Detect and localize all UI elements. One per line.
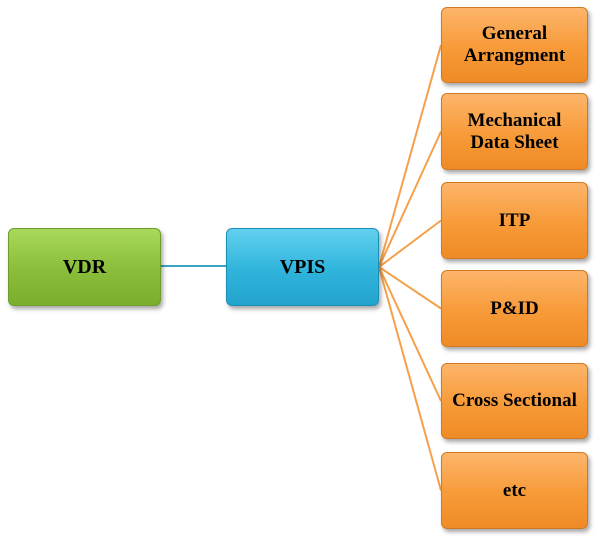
item-label: Mechanical Data Sheet <box>467 109 562 153</box>
item-label: P&ID <box>490 297 539 319</box>
item-general-arrangment: General Arrangment <box>441 7 588 83</box>
item-pid: P&ID <box>441 270 588 347</box>
connector-vpis-item-0 <box>378 44 442 268</box>
connector-vpis-item-1 <box>378 131 442 268</box>
vdr-node: VDR <box>8 228 161 306</box>
item-label: ITP <box>498 209 531 231</box>
item-label: etc <box>502 479 527 501</box>
connector-vpis-item-5 <box>378 266 442 491</box>
connector-vpis-item-4 <box>378 266 442 402</box>
vdr-label: VDR <box>62 255 107 278</box>
item-label: General Arrangment <box>463 23 566 66</box>
item-itp: ITP <box>441 182 588 259</box>
vpis-label: VPIS <box>279 255 326 278</box>
connector-vpis-item-3 <box>378 266 442 310</box>
item-cross-sectional: Cross Sectional <box>441 363 588 439</box>
connector-vpis-item-2 <box>378 219 442 268</box>
item-label: Cross Sectional <box>452 390 577 412</box>
item-mechanical-data-sheet: Mechanical Data Sheet <box>441 93 588 170</box>
vpis-node: VPIS <box>226 228 379 306</box>
item-etc: etc <box>441 452 588 529</box>
connector-fan <box>378 44 442 491</box>
